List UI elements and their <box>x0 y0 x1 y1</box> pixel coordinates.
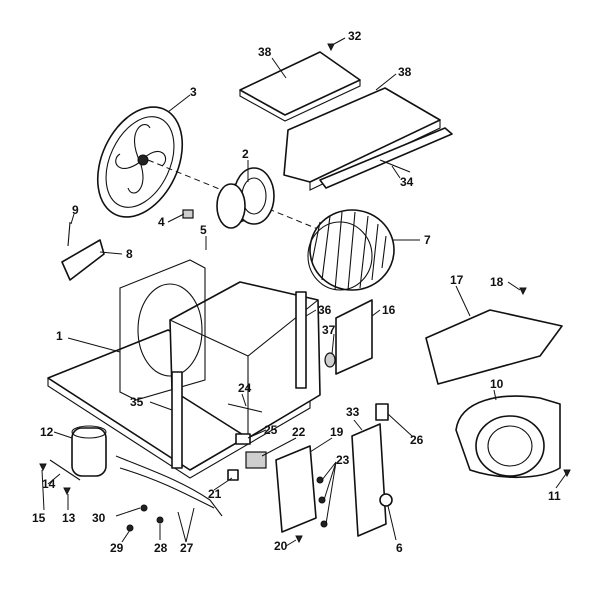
callout-7: 7 <box>424 233 431 247</box>
relay-22 <box>245 451 267 469</box>
callout-9: 9 <box>72 203 79 217</box>
callout-4: 4 <box>158 215 165 229</box>
wire-harness-27 <box>115 455 223 517</box>
callout-1: 1 <box>56 329 63 343</box>
callout-28: 28 <box>154 541 168 555</box>
control-board-19 <box>275 445 317 533</box>
callout-21: 21 <box>208 487 222 501</box>
wire-harness-27b <box>119 467 215 509</box>
panel-33 <box>351 423 387 537</box>
washer-28 <box>156 516 164 524</box>
callout-3: 3 <box>190 85 197 99</box>
callout-34: 34 <box>400 175 414 189</box>
callout-29: 29 <box>110 541 124 555</box>
callout-6: 6 <box>396 541 403 555</box>
callout-24: 24 <box>238 381 252 395</box>
callout-36: 35 <box>130 395 144 409</box>
callout-12: 12 <box>40 425 54 439</box>
screw-23a <box>316 476 324 484</box>
callout-22: 22 <box>292 425 306 439</box>
callout-20: 20 <box>274 539 288 553</box>
screw-13 <box>63 487 71 496</box>
callout-8: 8 <box>126 247 133 261</box>
callout-38-top: 38 <box>258 45 272 59</box>
callout-38-side: 38 <box>398 65 412 79</box>
callout-33: 33 <box>346 405 360 419</box>
bracket-8 <box>61 239 105 281</box>
callout-17: 17 <box>450 273 464 287</box>
grommet-6 <box>379 493 393 507</box>
relay-25 <box>235 433 251 445</box>
callout-32: 32 <box>348 29 362 43</box>
callout-18: 18 <box>490 275 504 289</box>
grommet-37 <box>324 352 336 368</box>
rod-24 <box>227 403 263 413</box>
callout-26: 26 <box>410 433 424 447</box>
leader-lines <box>41 37 567 547</box>
callout-13: 13 <box>62 511 76 525</box>
callout-27: 27 <box>180 541 194 555</box>
corner-post-35 <box>295 291 307 389</box>
rail-34 <box>319 127 453 189</box>
screw-18 <box>519 287 527 296</box>
nut-30 <box>140 504 148 512</box>
callout-19: 19 <box>330 425 344 439</box>
callout-15: 15 <box>32 511 46 525</box>
clip-26 <box>375 403 389 421</box>
capacitor-12 <box>71 425 107 477</box>
screw-9 <box>67 221 71 247</box>
callout-labels: 32 38 38 34 3 2 4 5 7 8 9 1 36 16 37 35 … <box>32 29 561 555</box>
callout-14: 14 <box>42 477 56 491</box>
top-cover-38 <box>239 51 361 122</box>
callout-10: 10 <box>490 377 504 391</box>
blower-wheel-7 <box>307 209 395 291</box>
callout-30: 30 <box>92 511 106 525</box>
callout-37: 37 <box>322 323 336 337</box>
callout-11: 11 <box>548 489 561 503</box>
screw-15 <box>39 463 47 472</box>
screw-29 <box>126 524 134 532</box>
clip-4 <box>182 209 194 219</box>
blower-housing-10 <box>455 395 561 479</box>
screw-11 <box>563 469 571 478</box>
callout-16: 16 <box>382 303 396 317</box>
strap-14 <box>49 459 81 481</box>
control-plate-16 <box>335 299 373 375</box>
screw-23c <box>320 520 328 528</box>
fan-blade-3 <box>96 106 184 218</box>
screw-32 <box>327 43 335 52</box>
corner-post-36 <box>171 371 183 469</box>
callout-35: 36 <box>318 303 332 317</box>
callout-5: 5 <box>200 223 207 237</box>
switch-21 <box>227 469 239 481</box>
screw-23b <box>318 496 326 504</box>
motor-2 <box>216 167 275 229</box>
callout-23: 23 <box>336 453 350 467</box>
callout-25: 25 <box>264 423 278 437</box>
screw-20 <box>295 535 303 544</box>
callout-2: 2 <box>242 147 249 161</box>
panel-17 <box>425 309 563 385</box>
